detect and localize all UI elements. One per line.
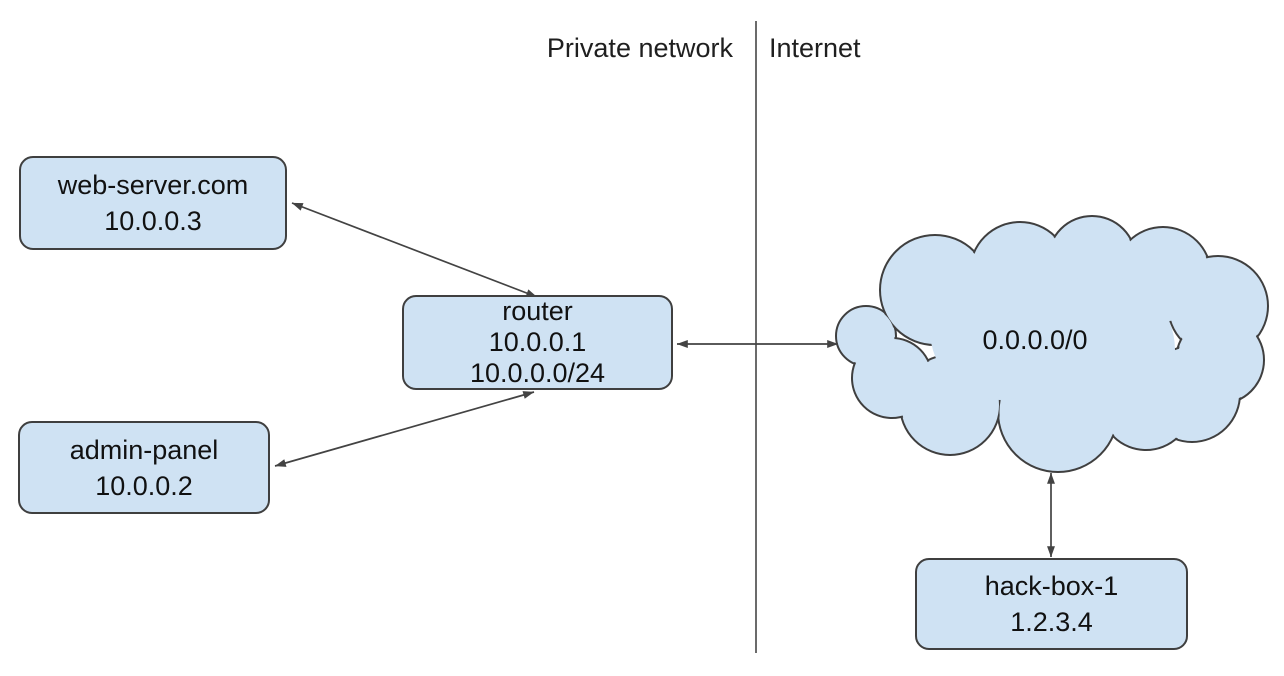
- node-web-server: web-server.com 10.0.0.3: [19, 156, 287, 250]
- node-hack-box-name: hack-box-1: [984, 571, 1119, 601]
- node-admin-panel-ip: 10.0.0.2: [95, 470, 193, 501]
- private-network-region-label: Private network: [546, 33, 733, 63]
- node-router-subnet: 10.0.0.0/24: [469, 358, 606, 388]
- edge-webserver-router: [291, 202, 538, 298]
- node-web-server-name: web-server.com: [57, 170, 249, 200]
- node-web-server-ip: 10.0.0.3: [104, 206, 202, 236]
- node-hack-box: hack-box-1 1.2.3.4: [915, 558, 1188, 650]
- cloud-interior-fill: [837, 217, 1267, 471]
- node-admin-panel-name: admin-panel: [69, 434, 219, 465]
- edge-adminpanel-router: [274, 391, 535, 467]
- node-router-name: router: [502, 296, 573, 326]
- node-hack-box-ip: 1.2.3.4: [1010, 607, 1093, 637]
- internet-region-label: Internet: [769, 33, 861, 63]
- node-router-ip: 10.0.0.1: [488, 327, 587, 357]
- internet-cloud-label: 0.0.0.0/0: [982, 325, 1088, 355]
- internet-cloud-shape: [835, 215, 1269, 473]
- node-router: router 10.0.0.1 10.0.0.0/24: [402, 295, 673, 390]
- node-admin-panel: admin-panel 10.0.0.2: [18, 421, 270, 514]
